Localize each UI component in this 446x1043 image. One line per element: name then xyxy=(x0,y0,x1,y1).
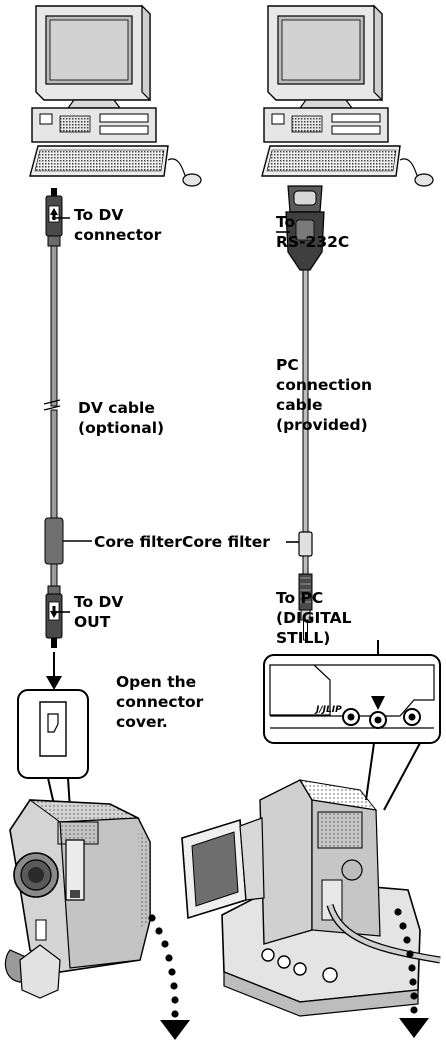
dotted-arrow-left xyxy=(148,914,190,1040)
core-filter-left xyxy=(45,518,63,564)
camcorder-left xyxy=(5,800,150,998)
label-dv-cable: DV cable (optional) xyxy=(78,398,164,438)
label-to-dv-connector: To DV connector xyxy=(74,205,161,245)
computer-left xyxy=(30,6,201,186)
label-open-connector-cover: Open the connector cover. xyxy=(116,672,203,732)
camcorder-docked xyxy=(182,780,440,1016)
dv-plug-bottom xyxy=(46,586,62,648)
label-jlip: J/JLIP xyxy=(316,705,342,716)
jack-callout xyxy=(264,655,440,743)
label-to-pc-digital-still: To PC (DIGITAL STILL) xyxy=(276,588,351,648)
label-core-filter-left: Core filter xyxy=(94,532,182,552)
dv-plug-top xyxy=(46,188,62,246)
label-core-filter-right: Core filter xyxy=(182,532,270,552)
computer-right xyxy=(262,6,433,186)
label-to-dv-out: To DV OUT xyxy=(74,592,123,632)
core-filter-right xyxy=(299,532,312,556)
label-to-rs232c: To RS-232C xyxy=(276,212,349,252)
label-pc-connection-cable: PC connection cable (provided) xyxy=(276,355,372,435)
